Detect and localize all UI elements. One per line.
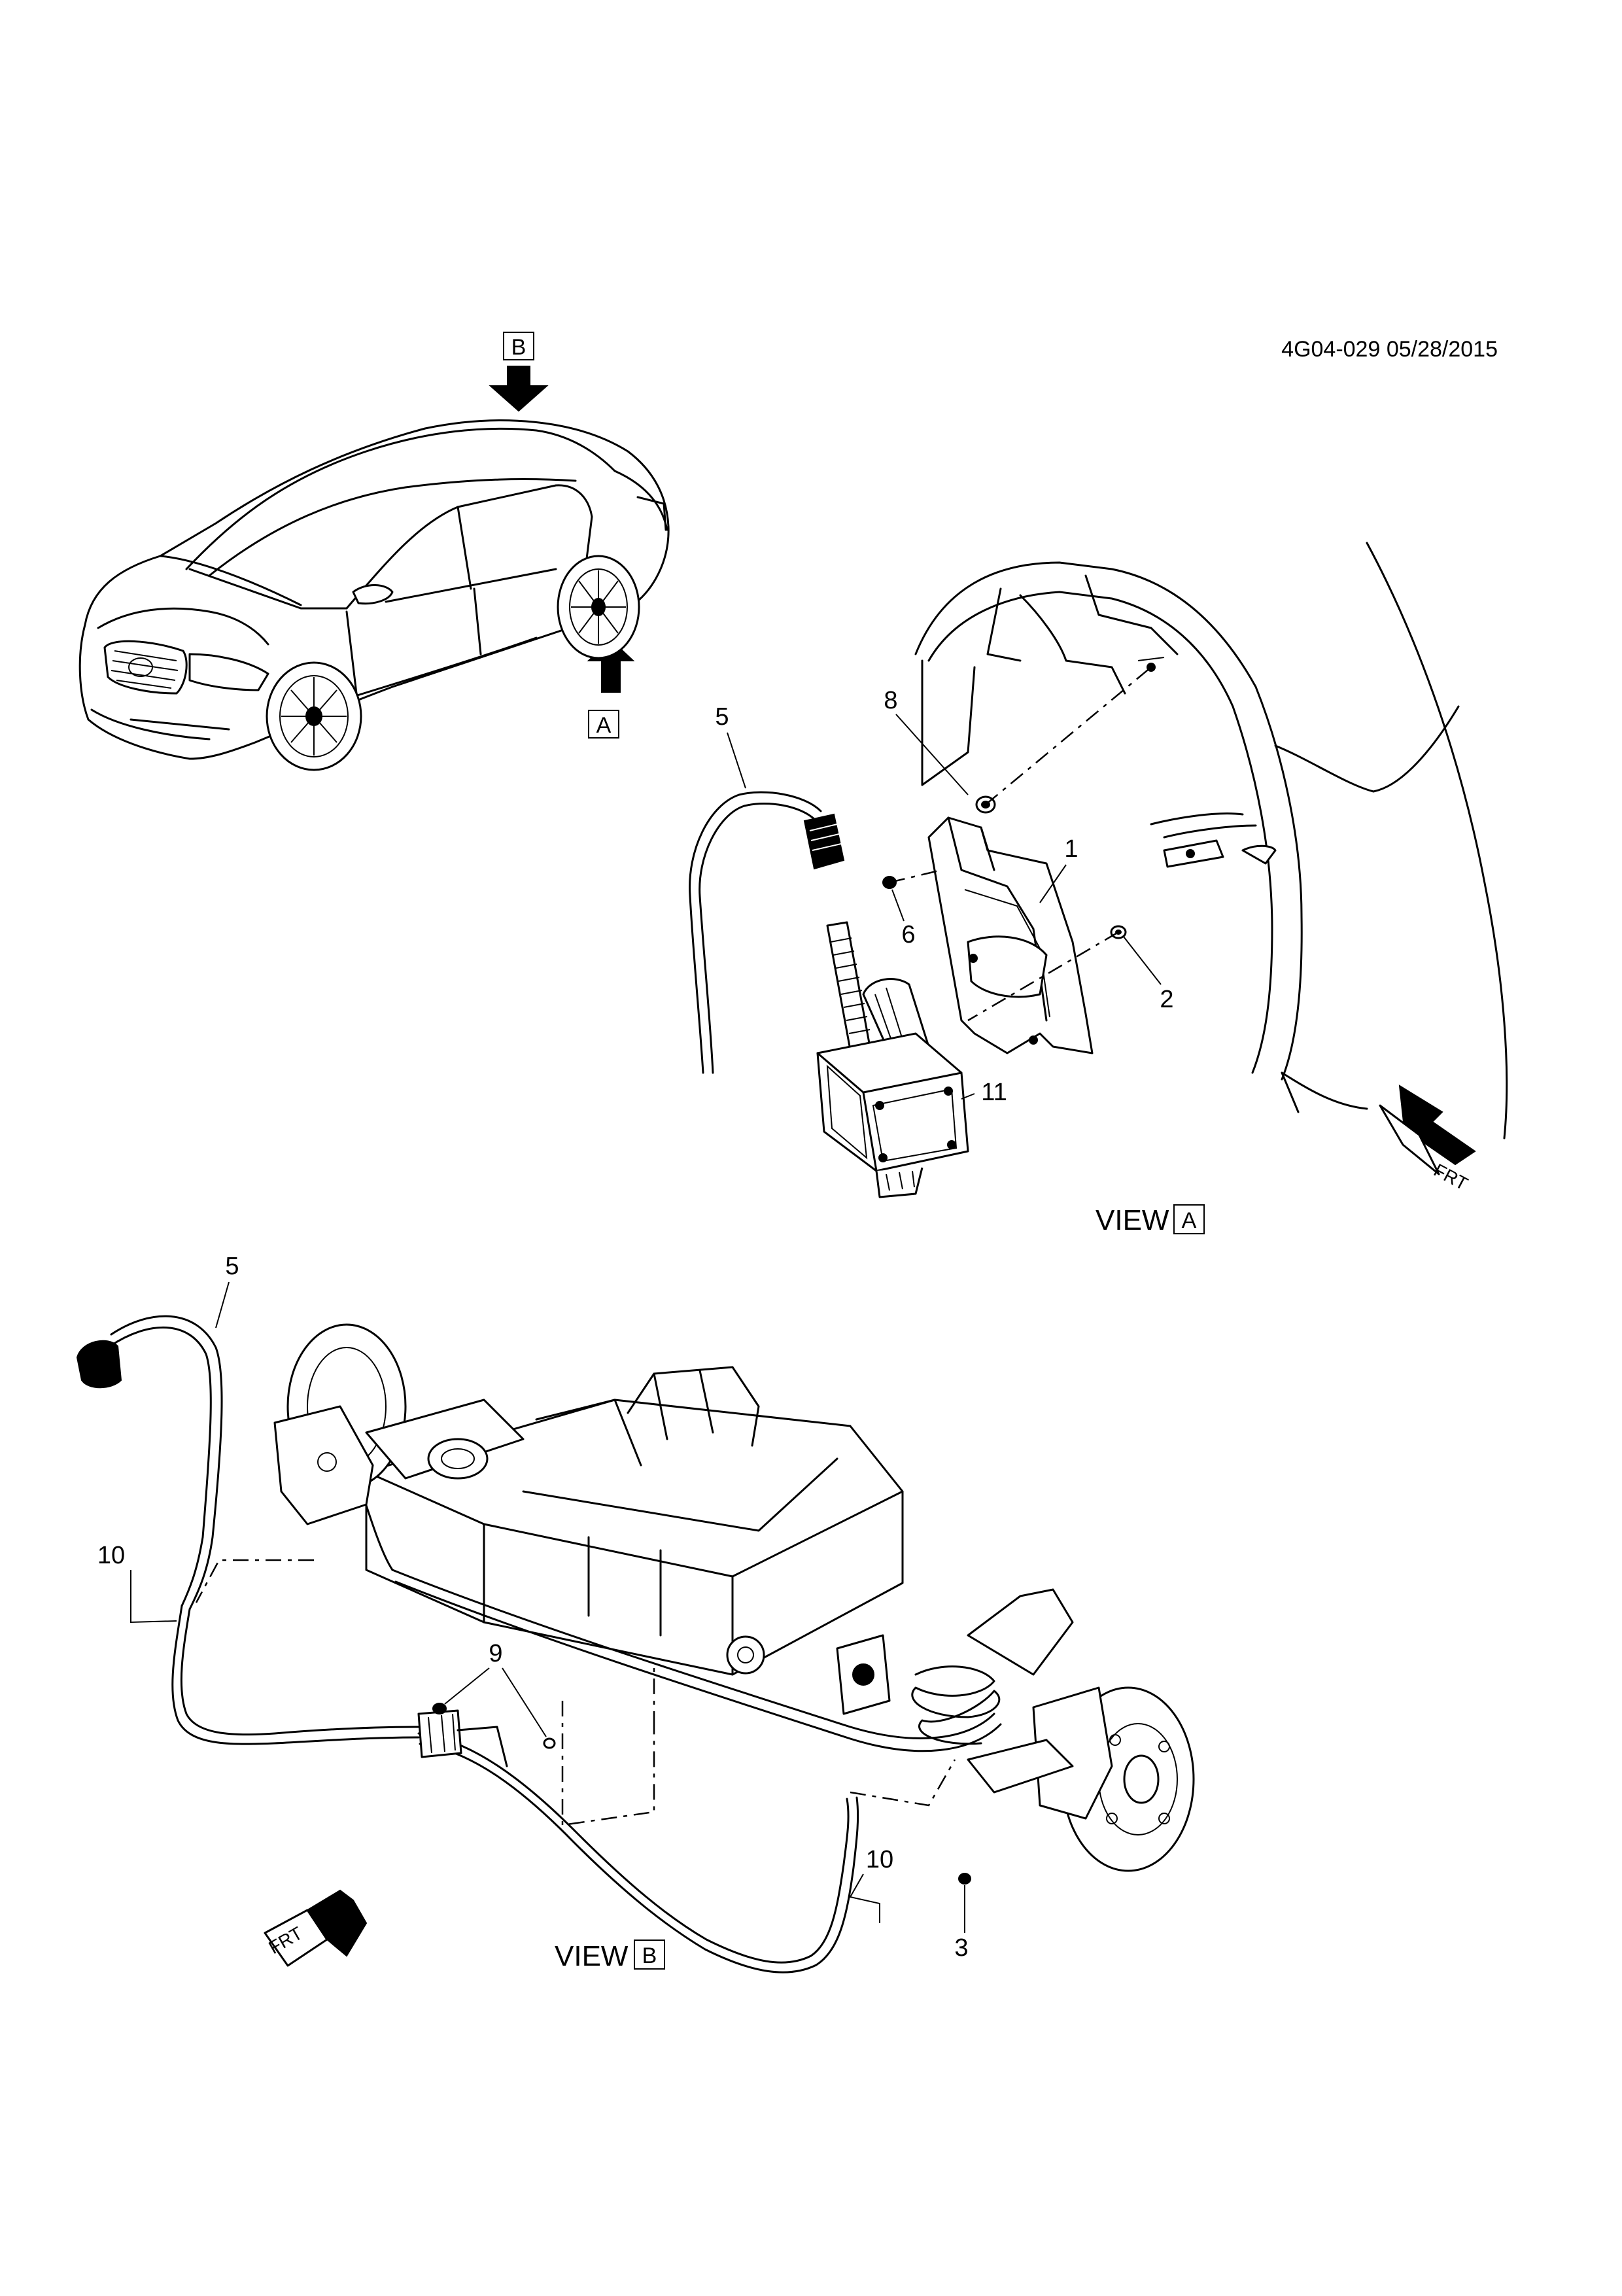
- callout-10-left: 10: [97, 1542, 125, 1569]
- callout-6: 6: [901, 921, 915, 948]
- view-b-right-rotor: [1032, 1686, 1195, 1872]
- drawing-id-stamp: 4G04-029 05/28/2015: [1281, 337, 1498, 362]
- callout-3: 3: [954, 1934, 968, 1962]
- view-b-cradle-frame: [365, 1399, 904, 1676]
- vehicle-overview: B A: [78, 332, 670, 771]
- view-a-cable-end-fitting: [803, 813, 845, 870]
- svg-text:A: A: [1182, 1208, 1197, 1233]
- svg-text:B: B: [511, 335, 526, 360]
- view-b-assembly: 5 10 9 10 3 FRT VIEW B: [76, 1253, 1195, 1974]
- callout-11: 11: [981, 1079, 1007, 1106]
- view-a-cable-5: [689, 791, 822, 1074]
- view-a-caption: VIEW A: [1096, 1204, 1205, 1236]
- view-b-cable-end-fitting: [76, 1340, 122, 1389]
- callout-10-right: 10: [866, 1846, 893, 1873]
- svg-text:VIEW: VIEW: [555, 1940, 629, 1972]
- view-b-cable-10-right: [417, 1732, 850, 1964]
- car-rear-wheel: [557, 555, 640, 659]
- view-a-actuator-module: [816, 1032, 969, 1172]
- svg-text:FRT: FRT: [1430, 1160, 1471, 1194]
- callout-2: 2: [1160, 986, 1173, 1013]
- view-a-wheelhouse: [914, 561, 1303, 1081]
- view-b-cable-5: [110, 1315, 223, 1610]
- svg-text:A: A: [596, 713, 612, 738]
- view-b-left-rotor: [273, 1323, 407, 1525]
- car-roof: [185, 427, 616, 570]
- view-b-caption: VIEW B: [555, 1939, 665, 1972]
- view-b-front-arrow: FRT: [264, 1889, 368, 1967]
- svg-text:VIEW: VIEW: [1096, 1204, 1169, 1236]
- view-b-stabilizer-bar: [391, 1569, 995, 1739]
- svg-text:B: B: [642, 1943, 657, 1968]
- view-b-cable-10-left: [180, 1608, 420, 1736]
- view-a-front-arrow: FRT: [1379, 1085, 1476, 1194]
- view-b-bolt-9b: [543, 1737, 556, 1749]
- callout-5-view-b: 5: [225, 1253, 239, 1280]
- car-front-wheel: [266, 661, 362, 771]
- car-grille: [103, 640, 188, 695]
- view-b-bolt-3: [958, 1873, 971, 1885]
- view-marker-b-top: B: [489, 332, 549, 412]
- callout-9: 9: [489, 1640, 502, 1667]
- view-b-coil-spring: [836, 1634, 1001, 1745]
- view-b-bolt-9a: [432, 1703, 447, 1714]
- callout-1: 1: [1064, 835, 1078, 863]
- callout-5-view-a: 5: [715, 703, 729, 731]
- callout-8: 8: [884, 687, 897, 714]
- view-a-assembly: 5 8 1 6 2 11 FRT VIEW A: [689, 542, 1508, 1236]
